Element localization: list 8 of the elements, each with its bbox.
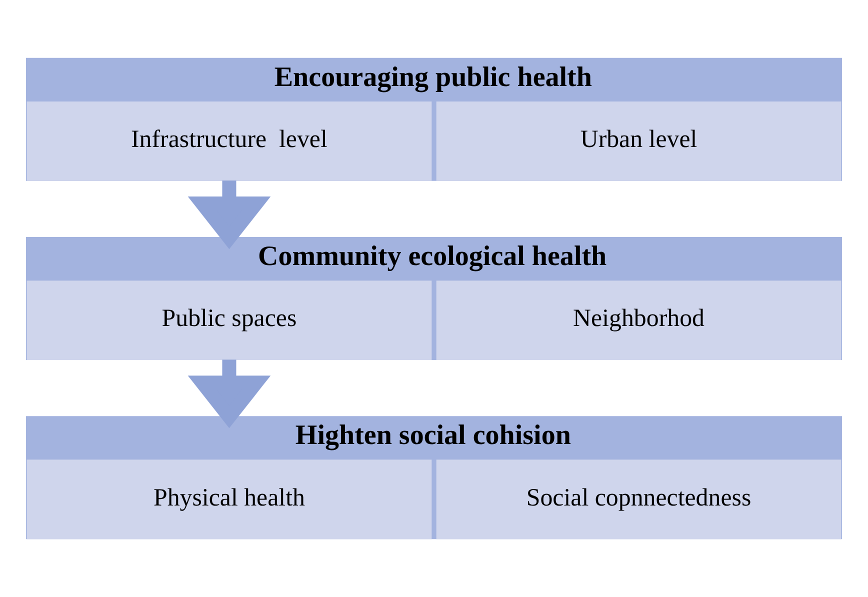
arrow xyxy=(188,360,271,428)
node-box: Public spaces xyxy=(26,280,432,360)
node-box: Physical health xyxy=(26,460,432,540)
node-box: Infrastructure level xyxy=(26,102,432,181)
node-box: Neighborhod xyxy=(436,280,842,360)
node-box: Social copnnectedness xyxy=(436,460,842,540)
arrow xyxy=(188,180,271,250)
node-box: Urban level xyxy=(436,102,842,181)
